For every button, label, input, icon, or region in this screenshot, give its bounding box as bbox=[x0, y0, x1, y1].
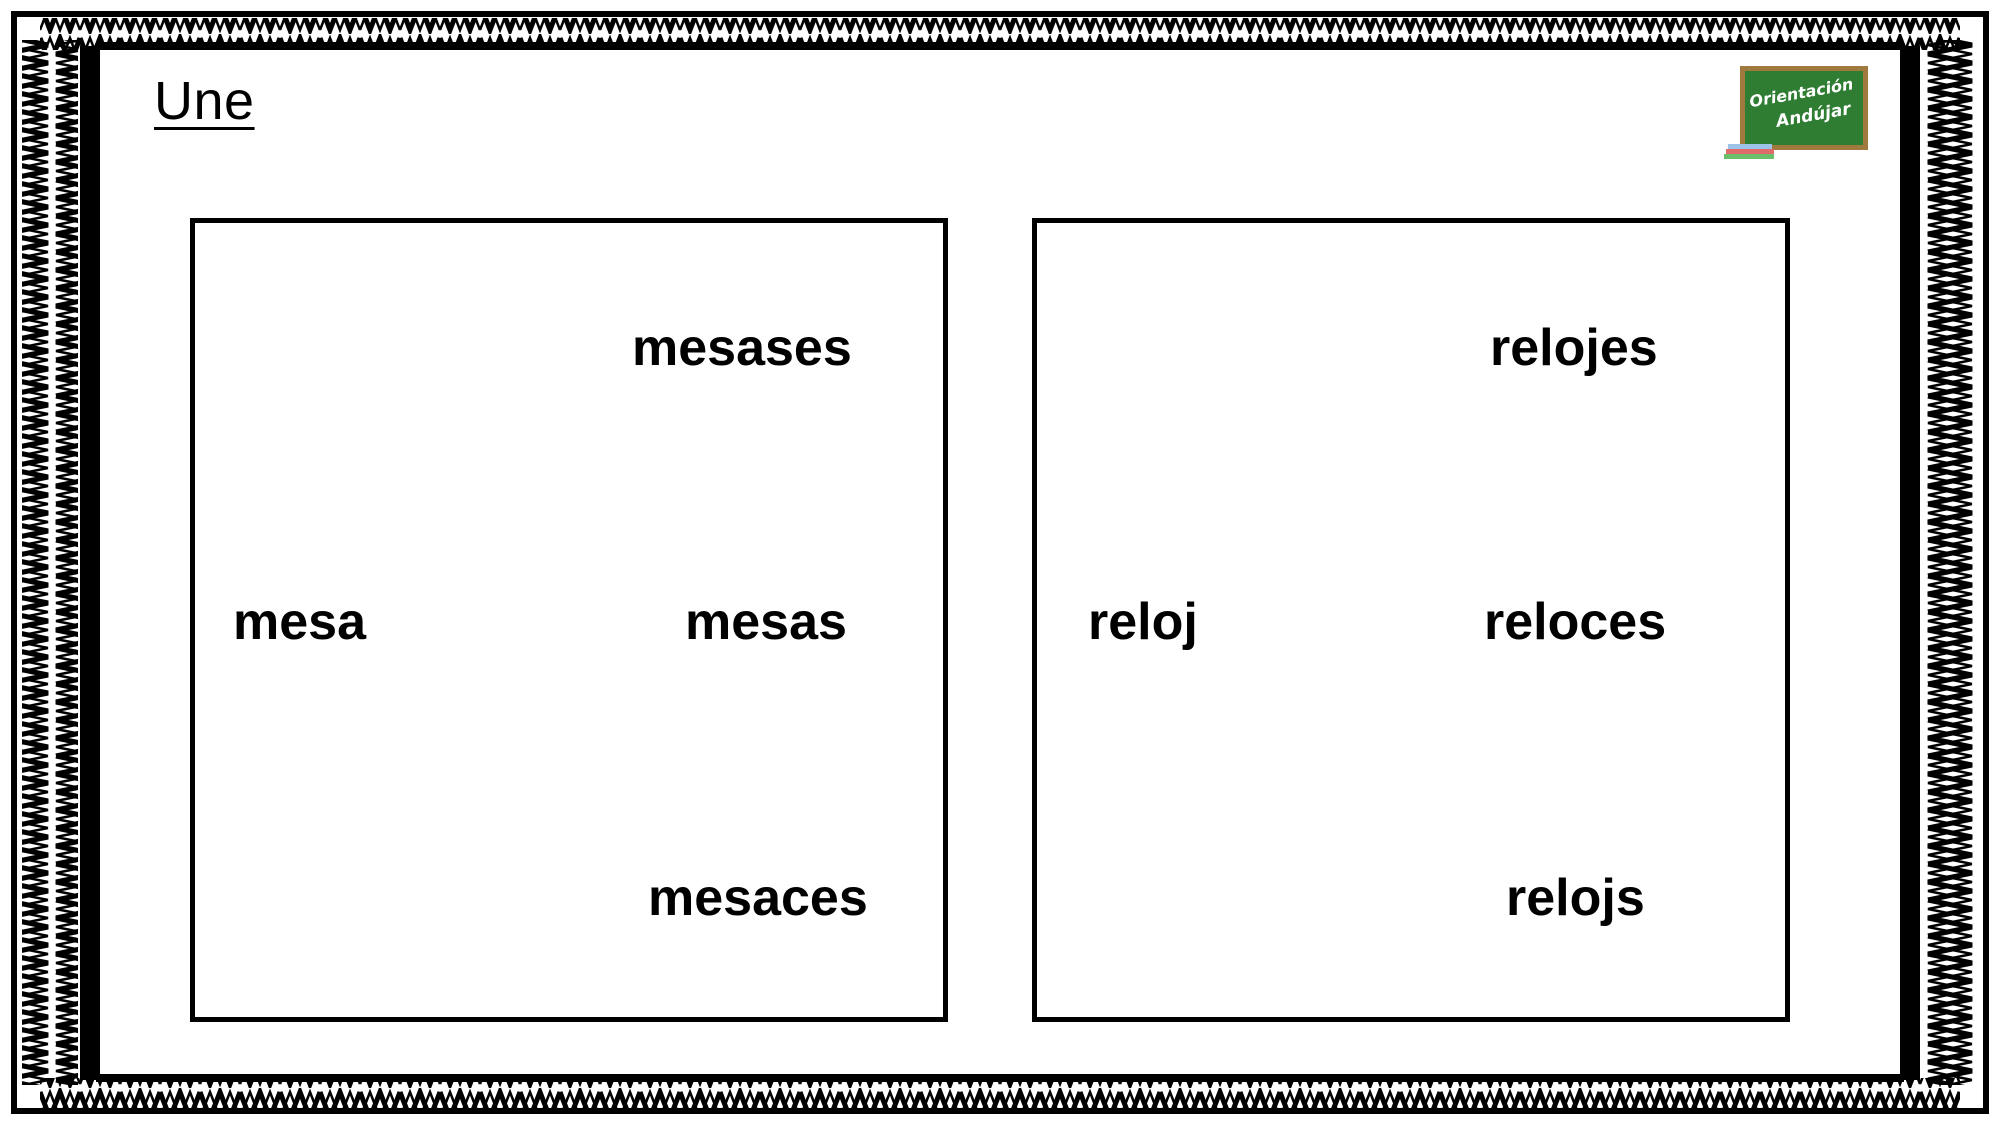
option-word-mesaces[interactable]: mesaces bbox=[648, 869, 868, 927]
option-word-reloces[interactable]: reloces bbox=[1484, 593, 1667, 651]
orientacion-andujar-logo: Orientación Andújar bbox=[1724, 66, 1868, 159]
source-word-reloj[interactable]: reloj bbox=[1088, 593, 1198, 651]
option-word-mesas[interactable]: mesas bbox=[685, 593, 847, 651]
source-word-mesa[interactable]: mesa bbox=[233, 593, 366, 651]
option-word-relojes[interactable]: relojes bbox=[1490, 319, 1658, 377]
option-word-relojs[interactable]: relojs bbox=[1506, 869, 1645, 927]
matching-box-mesa bbox=[190, 218, 948, 1022]
option-word-mesases[interactable]: mesases bbox=[632, 319, 852, 377]
page-title: Une bbox=[154, 71, 255, 131]
matching-box-reloj bbox=[1032, 218, 1790, 1022]
